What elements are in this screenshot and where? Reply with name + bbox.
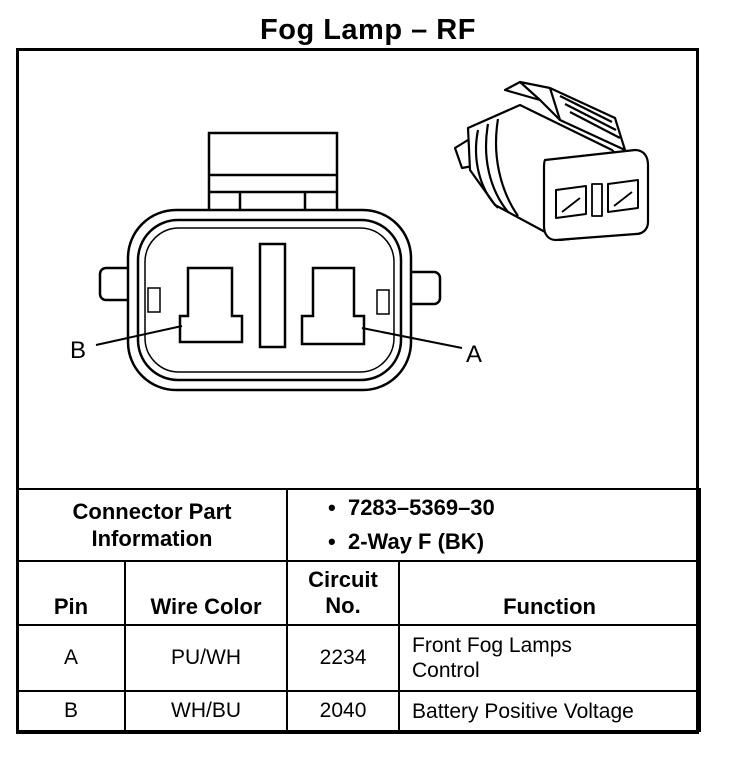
table-row: B WH/BU 2040 Battery Positive Voltage	[16, 690, 702, 732]
cell-function: Battery Positive Voltage	[398, 690, 702, 732]
connector-table: Connector Part Information • 7283–5369–3…	[15, 488, 702, 732]
page-title: Fog Lamp – RF	[260, 14, 476, 46]
cell-circuit: 2040	[286, 690, 401, 732]
cell-function: Front Fog Lamps Control	[398, 624, 702, 692]
table-row: A PU/WH 2234 Front Fog Lamps Control	[16, 624, 702, 692]
connector-part-info-values: • 7283–5369–30 • 2-Way F (BK)	[286, 488, 702, 562]
cell-wire-color: PU/WH	[123, 624, 289, 692]
connector-type: • 2-Way F (BK)	[328, 529, 485, 554]
part-number: • 7283–5369–30	[328, 495, 495, 520]
leader-line-a	[361, 327, 463, 349]
cell-wire-color: WH/BU	[123, 690, 289, 732]
pin-label-a: A	[466, 341, 482, 368]
cell-circuit: 2234	[286, 624, 401, 692]
leader-line-b	[95, 325, 183, 346]
pin-leaders	[95, 325, 463, 349]
header-pin: Pin	[16, 560, 126, 626]
connector-face	[98, 131, 442, 392]
connector-isometric	[453, 80, 650, 242]
header-circuit-no: Circuit No.	[286, 560, 401, 626]
header-wire-color: Wire Color	[123, 560, 289, 626]
pin-label-b: B	[70, 337, 86, 364]
diagram-frame	[16, 48, 699, 734]
connector-part-info-label: Connector Part Information	[15, 488, 289, 562]
cell-pin: A	[16, 624, 126, 692]
header-function: Function	[398, 560, 702, 626]
cell-pin: B	[16, 690, 126, 732]
